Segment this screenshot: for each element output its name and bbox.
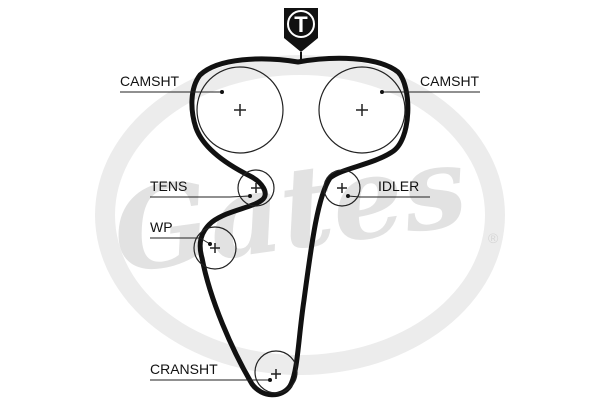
- leader-dots: [208, 90, 384, 382]
- timing-marker: T: [284, 8, 318, 62]
- idler-pulley: [323, 169, 361, 207]
- leader-dot: [268, 378, 272, 382]
- label-crankshaft: CRANSHT: [150, 361, 218, 377]
- camshaft-right-pulley: [318, 66, 406, 154]
- water-pump-pulley: [193, 226, 237, 270]
- leader-idler: [347, 195, 430, 198]
- tensioner-pulley: [237, 169, 275, 207]
- label-idler: IDLER: [378, 178, 419, 194]
- label-camshaft-left: CAMSHT: [120, 73, 180, 89]
- label-water-pump: WP: [150, 219, 173, 235]
- leader-dot: [380, 90, 384, 94]
- crankshaft-pulley: [254, 350, 298, 394]
- center-cross-icon: [234, 104, 246, 116]
- label-tensioner: TENS: [150, 178, 187, 194]
- leader-dot: [346, 194, 350, 198]
- camshaft-left-pulley: [196, 66, 284, 154]
- center-cross-icon: [251, 183, 261, 193]
- leader-lines: [120, 91, 480, 381]
- timing-marker-circle: [287, 10, 315, 38]
- leader-tensioner: [150, 195, 251, 198]
- leader-dot: [220, 90, 224, 94]
- timing-marker-letter: T: [294, 12, 308, 37]
- label-camshaft-right: CAMSHT: [420, 73, 480, 89]
- timing-belt: [189, 55, 411, 398]
- leader-water-pump: [150, 237, 211, 245]
- leader-dot: [248, 194, 252, 198]
- center-cross-icon: [210, 243, 220, 253]
- registered-mark: ®: [488, 230, 499, 246]
- center-cross-icon: [271, 369, 281, 379]
- center-cross-icon: [337, 183, 347, 193]
- leader-dot: [208, 242, 212, 246]
- center-cross-icon: [356, 104, 368, 116]
